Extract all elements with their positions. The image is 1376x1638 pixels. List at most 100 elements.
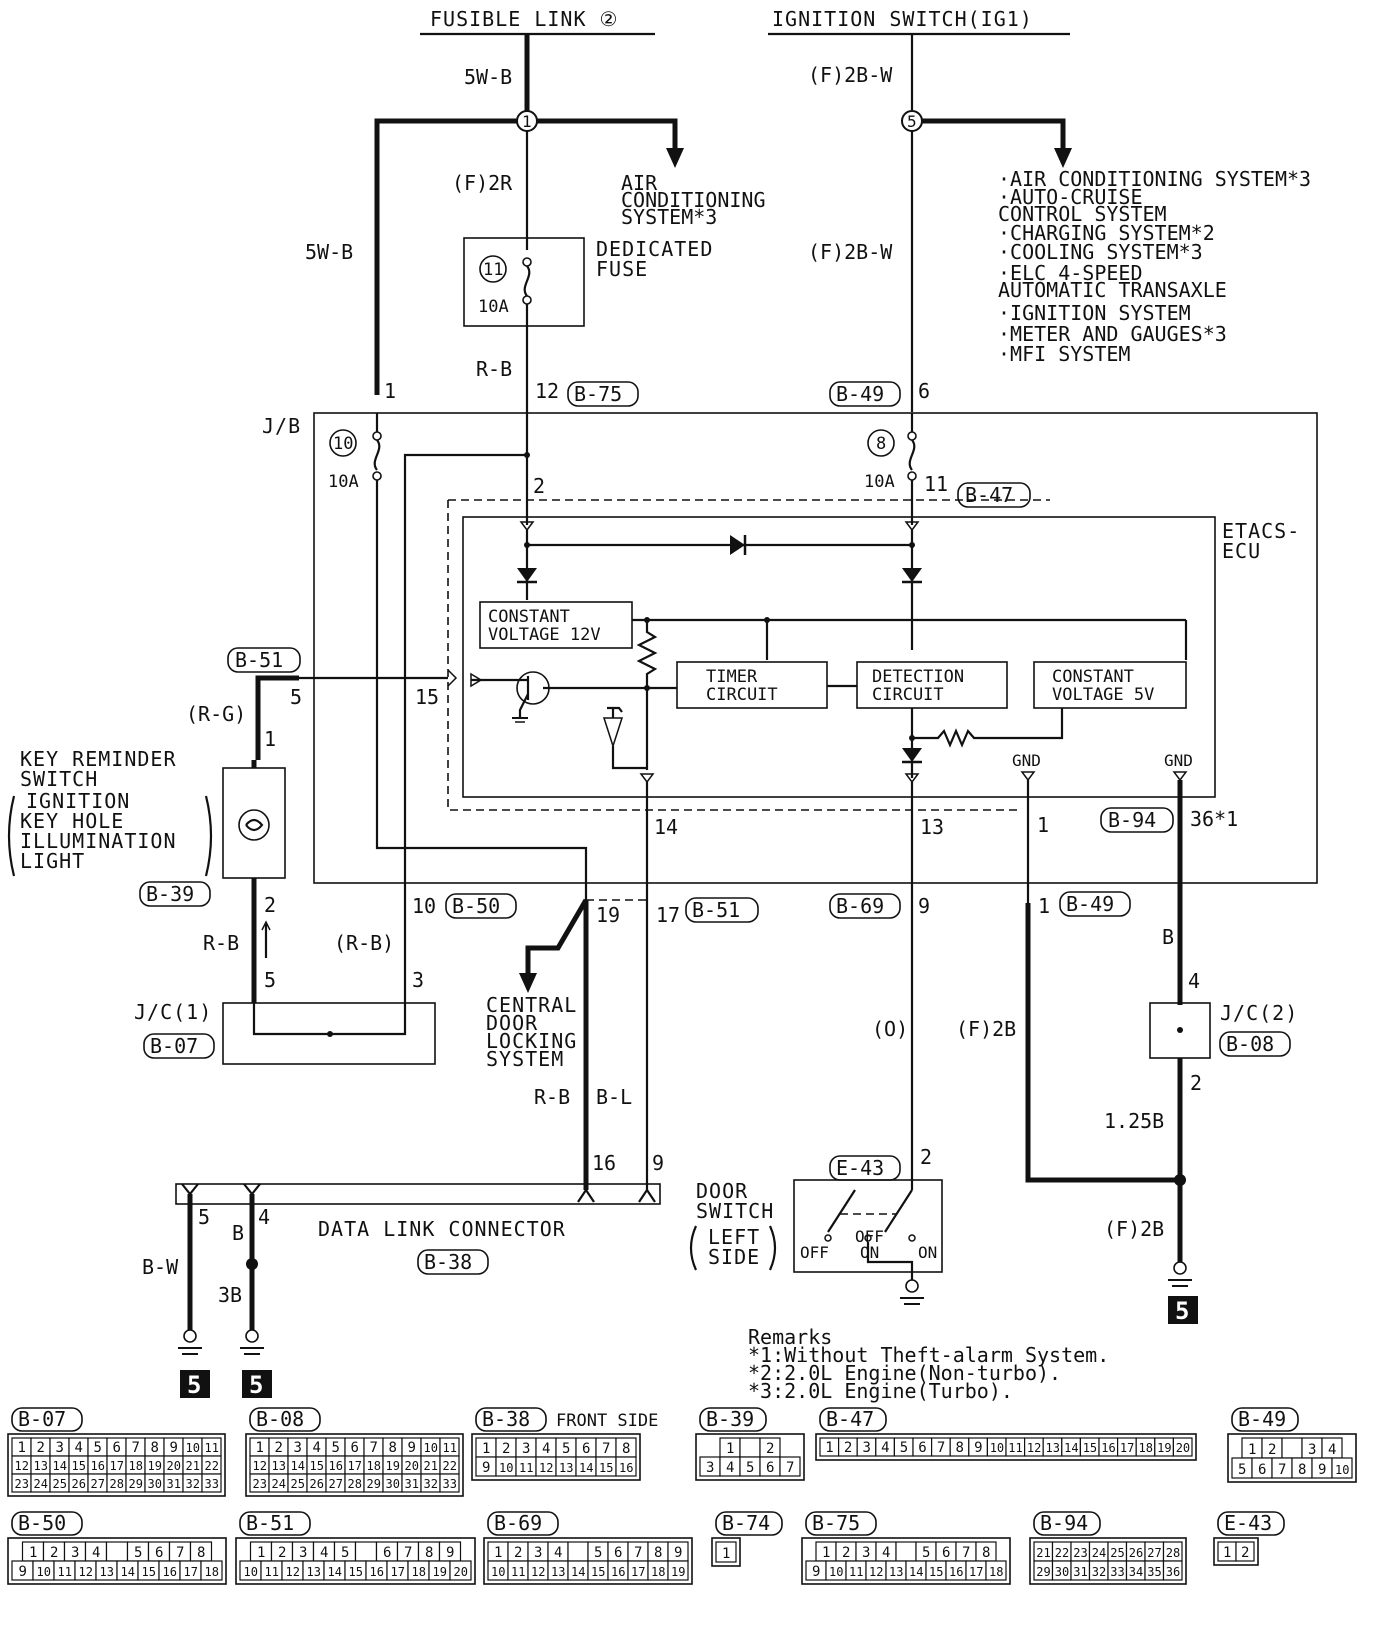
connector-b07-pin: 28 [110, 1477, 124, 1491]
central-door-1: CENTRAL [486, 993, 577, 1017]
wire-label-bw: B-W [142, 1255, 179, 1279]
door-on-1: ON [860, 1243, 879, 1262]
connector-b69-pin: 6 [614, 1545, 622, 1561]
wire-label-o: (O) [872, 1017, 908, 1041]
connector-b07-pin: 31 [167, 1477, 181, 1491]
wire-to-pin10 [403, 453, 527, 900]
connector-b07-pin: 29 [129, 1477, 143, 1491]
connector-b38-pin: 10 [499, 1461, 513, 1475]
connector-b69-pin: 10 [491, 1565, 505, 1579]
connector-b47-pin: 1 [825, 1440, 833, 1456]
door-on-2: ON [918, 1243, 937, 1262]
connector-b69-pin: 14 [571, 1565, 585, 1579]
conn-tag-b47-label: B-47 [965, 483, 1013, 507]
connector-b75-pin: 11 [849, 1565, 863, 1579]
conn-tag-b51-bottom [685, 897, 759, 923]
connector-b38-caption: FRONT SIDE [556, 1411, 658, 1431]
connector-b51-pin: 13 [307, 1565, 321, 1579]
connector-b50-pin: 7 [176, 1545, 184, 1561]
connector-b75-housing [801, 1537, 1011, 1585]
connector-b47-pin: 18 [1139, 1441, 1153, 1455]
connector-b07-pin: 26 [72, 1477, 86, 1491]
connector-b51-pin: 5 [341, 1545, 349, 1561]
connector-b39-label: B-39 [706, 1407, 754, 1431]
connector-b39-pin: 2 [766, 1441, 774, 1457]
connector-b69-pin: 8 [654, 1545, 662, 1561]
connector-b47-pin: 16 [1101, 1441, 1115, 1455]
wire-jb-fuse10-to-19 [375, 480, 588, 900]
connector-e43-label: E-43 [1224, 1511, 1272, 1535]
connector-b07-tag [11, 1407, 83, 1432]
connector-b38-label: B-38 [482, 1407, 530, 1431]
jb-fuse-8-number: 8 [876, 434, 886, 454]
connector-e43-pin: 1 [1223, 1545, 1231, 1561]
connector-b74-label: B-74 [722, 1511, 770, 1535]
conn-tag-b08-label: B-08 [1226, 1032, 1274, 1056]
wire-label-bl-dlc: B-L [596, 1085, 632, 1109]
connector-b07-pin: 8 [151, 1440, 159, 1456]
connector-b50-pin: 14 [121, 1565, 135, 1579]
connector-b07-pin: 33 [205, 1477, 219, 1491]
ig-system-1: ·AIR CONDITIONING SYSTEM*3 [998, 167, 1311, 191]
connector-b75-pin: 12 [869, 1565, 883, 1579]
connector-b50-pin: 11 [58, 1565, 72, 1579]
connector-b47-pin: 15 [1083, 1441, 1097, 1455]
jb-fuse-10-amp: 10A [328, 472, 359, 492]
connector-b38-pin: 16 [619, 1461, 633, 1475]
wire-label-b-jc2: B [1162, 925, 1174, 949]
connector-b51-pin: 2 [278, 1545, 286, 1561]
connector-b69-pin: 16 [611, 1565, 625, 1579]
connector-b08-pin: 14 [291, 1459, 305, 1473]
connector-b75-pin: 13 [889, 1565, 903, 1579]
connector-b49-label: B-49 [1238, 1407, 1286, 1431]
connector-b69-pin: 3 [534, 1545, 542, 1561]
ac-system-2: CONDITIONING [621, 188, 766, 212]
connector-b47-pin: 9 [974, 1440, 982, 1456]
connector-b50-pin: 17 [184, 1565, 198, 1579]
fusible-link-label: FUSIBLE LINK ② [430, 7, 618, 31]
pin-dlc-16: 16 [592, 1151, 616, 1175]
pin-6: 6 [918, 379, 930, 403]
pin-14: 14 [654, 815, 678, 839]
key-light-label-3: ILLUMINATION [20, 829, 177, 853]
pin-1-b49: 1 [1038, 894, 1050, 918]
dlc-box [175, 1183, 661, 1205]
connector-b49-pin: 2 [1268, 1442, 1276, 1458]
connector-b08-pin: 3 [294, 1440, 302, 1456]
connector-b47-pin: 14 [1064, 1441, 1078, 1455]
connector-b08-label: B-08 [256, 1407, 304, 1431]
connector-b08-pin: 2 [275, 1440, 283, 1456]
connector-b94-pin: 23 [1073, 1546, 1087, 1560]
connector-b39-pin: 5 [746, 1460, 754, 1476]
connector-b94-pin: 27 [1147, 1546, 1161, 1560]
connector-b08-pin: 15 [310, 1459, 324, 1473]
conn-tag-b69-label: B-69 [836, 894, 884, 918]
connector-b47-pin: 17 [1120, 1441, 1134, 1455]
connector-b50-housing [7, 1537, 227, 1585]
connector-b47-housing [815, 1433, 1197, 1461]
wire-label-f2bw-top: (F)2B-W [808, 63, 893, 87]
jb-fuse-8-circle [867, 429, 895, 457]
connector-b08-pin: 11 [443, 1441, 457, 1455]
dlc-label: DATA LINK CONNECTOR [318, 1217, 566, 1241]
conn-tag-b75 [567, 381, 639, 407]
connector-b38-pin: 5 [562, 1441, 570, 1457]
connector-b08-pin: 13 [272, 1459, 286, 1473]
connector-b49-pin: 7 [1278, 1462, 1286, 1478]
connector-b07-pin: 10 [186, 1441, 200, 1455]
arrow-ac [666, 148, 684, 168]
conn-tag-b39 [139, 881, 211, 907]
timer-line-2: CIRCUIT [706, 685, 778, 705]
pin-jc2-2: 2 [1190, 1071, 1202, 1095]
conn-tag-b38 [417, 1249, 489, 1275]
connector-b94-pin: 34 [1129, 1565, 1143, 1579]
cv5-line-1: CONSTANT [1052, 667, 1134, 687]
connector-b94-pin: 31 [1073, 1565, 1087, 1579]
connector-b08-pin: 23 [253, 1477, 267, 1491]
connector-b47-pin: 5 [900, 1440, 908, 1456]
ground-marker-2 [242, 1370, 272, 1398]
wire-label-rb-dlc: R-B [534, 1085, 570, 1109]
jc1-label: J/C(1) [134, 1000, 212, 1024]
pin-key-5: 5 [264, 968, 276, 992]
pin-dlc-4: 4 [258, 1205, 270, 1229]
